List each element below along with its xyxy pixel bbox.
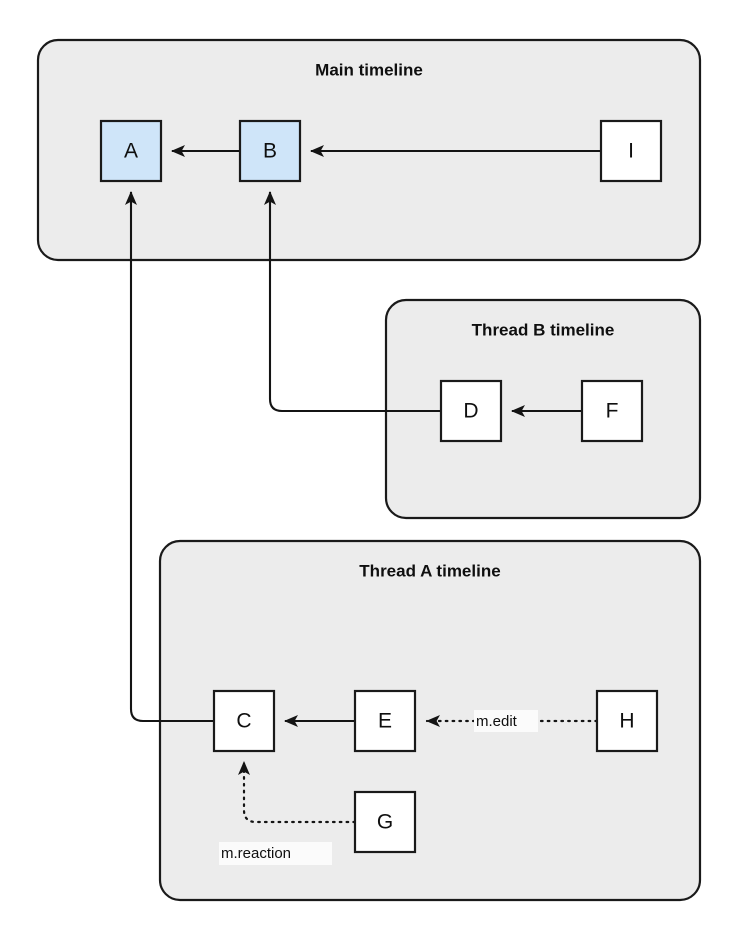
edge-label-m-reaction-text: m.reaction [221, 845, 291, 862]
node-f-label: F [606, 400, 619, 423]
edge-label-group: m.edit m.reaction [219, 710, 538, 865]
edge-label-m-edit: m.edit [474, 710, 538, 732]
node-f-rect[interactable] [580, 379, 644, 443]
node-b-label: B [263, 140, 277, 163]
container-thread-a-timeline-title: Thread A timeline [359, 561, 500, 580]
node-a[interactable]: A [99, 119, 163, 183]
node-g-label: G [377, 811, 393, 834]
edge-g-to-c-m-reaction [238, 760, 357, 824]
node-g[interactable]: G [353, 790, 417, 854]
node-e-label: E [378, 710, 392, 733]
node-d-rect[interactable] [439, 379, 503, 443]
container-group: Main timeline Thread B timeline Thread A… [36, 38, 702, 902]
container-thread-b-timeline-rect [384, 298, 702, 520]
node-i-rect[interactable] [599, 119, 663, 183]
node-e-rect[interactable] [353, 689, 417, 753]
node-c[interactable]: C [212, 689, 276, 753]
node-d[interactable]: D [439, 379, 503, 443]
node-h-rect[interactable] [595, 689, 659, 753]
container-main-timeline-title: Main timeline [315, 60, 423, 79]
node-c-rect[interactable] [212, 689, 276, 753]
node-e[interactable]: E [353, 689, 417, 753]
edge-label-m-edit-text: m.edit [476, 713, 518, 730]
node-a-rect[interactable] [99, 119, 163, 183]
node-group: A B I D F C [99, 119, 663, 854]
node-g-rect[interactable] [353, 790, 417, 854]
edge-label-m-reaction-bg [219, 842, 332, 865]
container-thread-b-timeline-title: Thread B timeline [472, 320, 615, 339]
node-b-rect[interactable] [238, 119, 302, 183]
node-a-label: A [124, 140, 138, 163]
node-i-label: I [628, 140, 634, 163]
edge-c-to-a [125, 191, 214, 723]
edge-group [125, 145, 601, 824]
edge-d-to-b [264, 191, 441, 413]
node-h-label: H [619, 710, 634, 733]
node-i[interactable]: I [599, 119, 663, 183]
node-d-label: D [463, 400, 478, 423]
node-f[interactable]: F [580, 379, 644, 443]
node-b[interactable]: B [238, 119, 302, 183]
edge-label-m-edit-bg [474, 710, 538, 732]
container-thread-b-timeline: Thread B timeline [384, 298, 702, 520]
node-h[interactable]: H [595, 689, 659, 753]
node-c-label: C [236, 710, 251, 733]
edge-label-m-reaction: m.reaction [219, 842, 332, 865]
